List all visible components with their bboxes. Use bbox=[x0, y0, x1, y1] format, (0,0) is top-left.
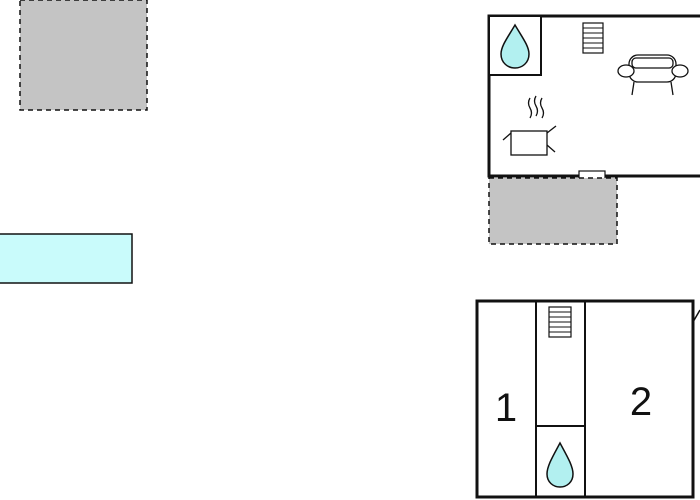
water-drop-icon bbox=[500, 23, 530, 69]
terrace-top-left bbox=[19, 0, 148, 111]
upper-floor-plan bbox=[487, 14, 700, 181]
radiator-icon bbox=[582, 22, 604, 54]
pool bbox=[0, 233, 133, 284]
radiator-icon bbox=[548, 306, 572, 338]
terrace-under-house bbox=[488, 177, 618, 245]
room-label-2: 2 bbox=[630, 380, 652, 424]
water-drop-icon bbox=[546, 441, 574, 488]
sofa-icon bbox=[617, 54, 689, 96]
room-label-1: 1 bbox=[495, 386, 517, 430]
lower-floor-plan: 1 2 bbox=[475, 299, 700, 499]
cooking-pot-icon bbox=[502, 95, 557, 156]
